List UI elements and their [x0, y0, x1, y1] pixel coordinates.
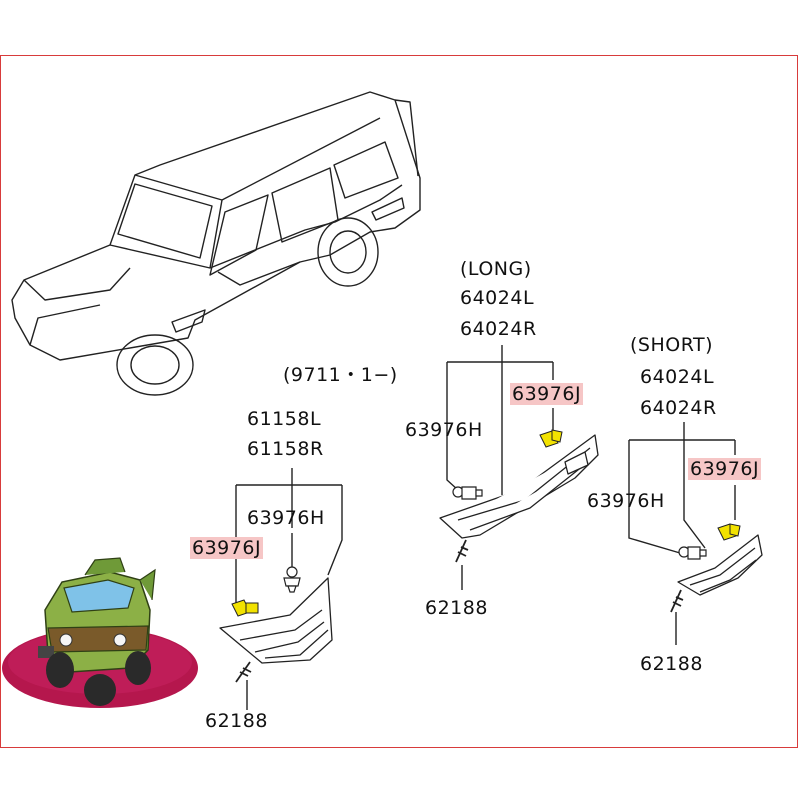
left-part-label-l: 61158L [247, 408, 322, 430]
rivet-icon [670, 589, 684, 613]
long-rivet-label: 62188 [425, 597, 488, 619]
short-clip-j-label: 63976J [688, 458, 762, 480]
left-part-label-r: 61158R [247, 438, 324, 460]
short-part-label-l: 64024L [640, 366, 715, 388]
left-clip-h-label: 63976H [247, 507, 325, 529]
long-garnish-part [439, 434, 599, 539]
clip-icon [231, 599, 259, 617]
rivet-icon [235, 661, 252, 683]
suv-outline-icon [11, 91, 421, 396]
long-part-label-l: 64024L [460, 287, 535, 309]
diagram-frame [0, 55, 798, 748]
toy-car-mascot-icon [2, 557, 198, 708]
clip-h-icon [283, 566, 301, 593]
clip-h-icon [678, 546, 707, 560]
short-part-label-r: 64024R [640, 397, 717, 419]
long-clip-h-label: 63976H [405, 419, 483, 441]
short-title-label: (SHORT) [630, 334, 714, 356]
long-group-lines [446, 345, 554, 590]
long-part-label-r: 64024R [460, 318, 537, 340]
clip-icon [539, 429, 563, 448]
short-rivet-label: 62188 [640, 653, 703, 675]
left-rivet-label: 62188 [205, 710, 268, 732]
left-clip-j-label: 63976J [190, 537, 264, 559]
date-note-label: (9711・1−) [283, 364, 398, 386]
rivet-icon [455, 539, 469, 563]
short-clip-h-label: 63976H [587, 490, 665, 512]
clip-icon [717, 523, 741, 541]
short-group-lines [628, 422, 736, 645]
long-title-label: (LONG) [460, 258, 532, 280]
clip-h-icon [452, 486, 483, 500]
long-clip-j-label: 63976J [510, 383, 584, 405]
short-garnish-part [677, 534, 763, 596]
left-garnish-part [219, 577, 333, 664]
